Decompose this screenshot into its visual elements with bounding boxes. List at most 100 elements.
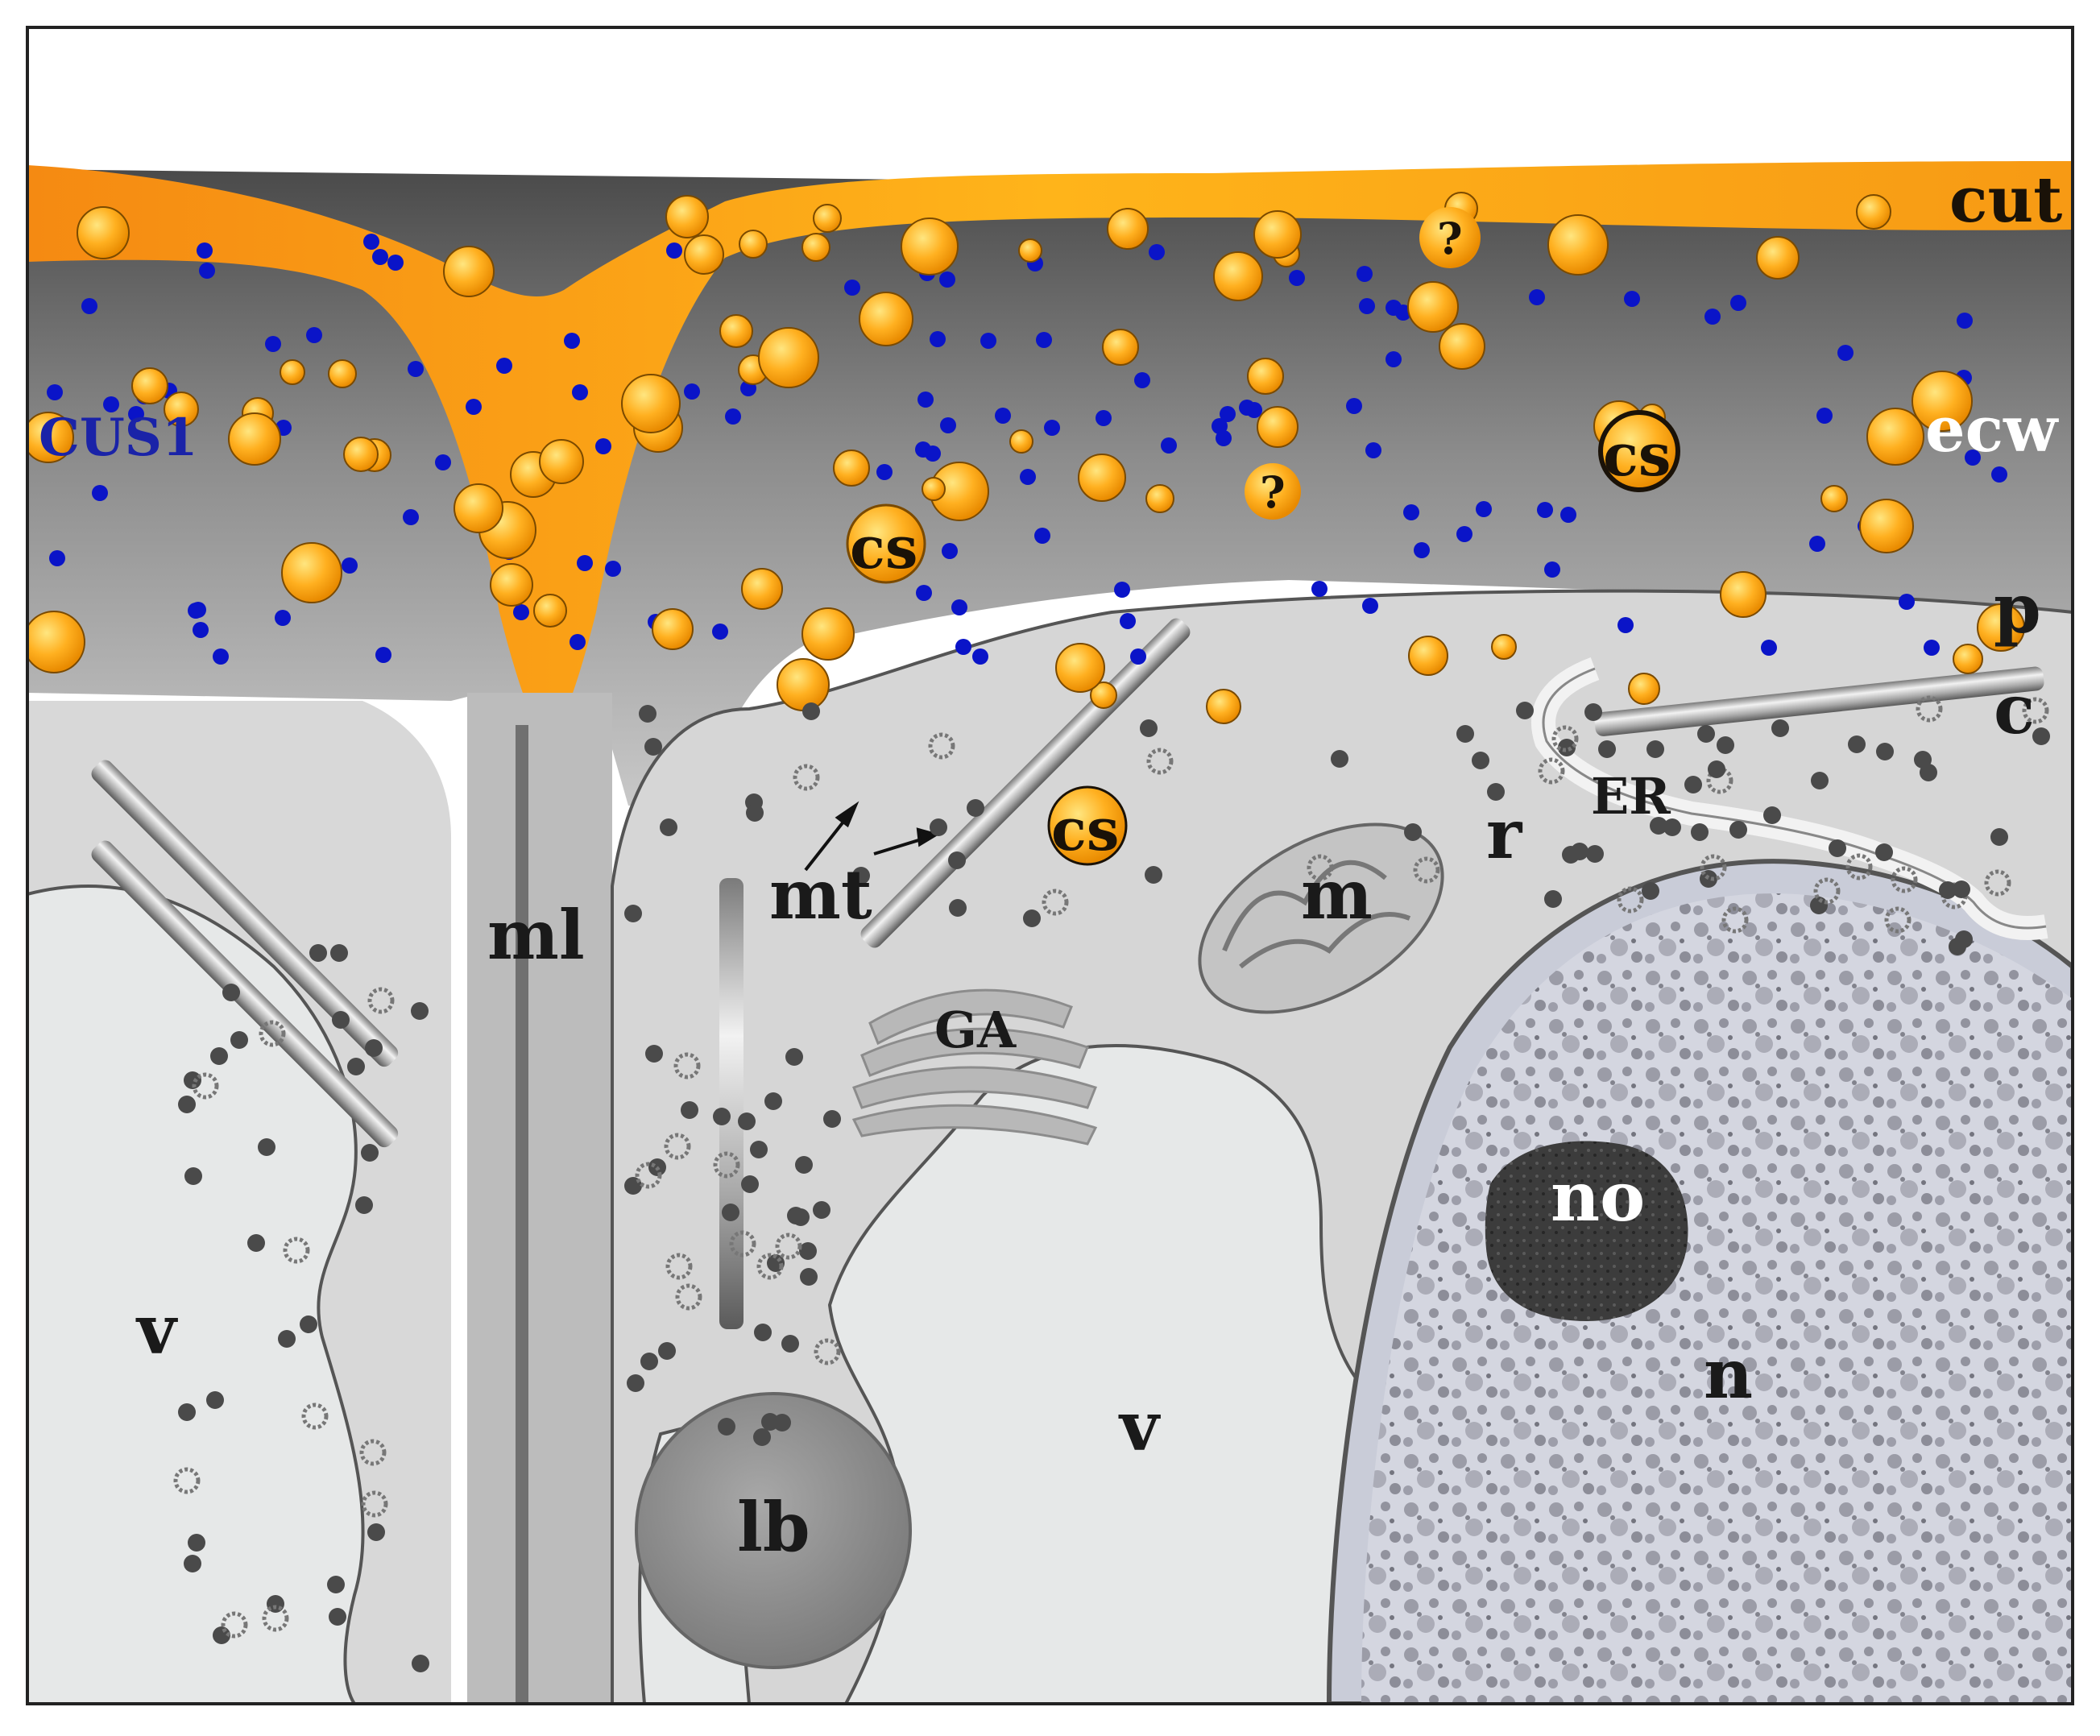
vesicle <box>1845 853 1873 880</box>
cus1-dot <box>1544 561 1560 578</box>
orange-particle <box>1756 236 1800 280</box>
orange-particle <box>131 367 168 404</box>
orange-particle <box>228 412 281 466</box>
ribosome <box>184 1555 201 1572</box>
ribosome <box>1771 719 1789 737</box>
ribosome <box>412 1655 429 1672</box>
cus1-dot <box>81 298 97 314</box>
cus1-dot <box>980 333 996 349</box>
vesicle <box>1700 854 1727 881</box>
cus1-dot <box>1311 581 1328 597</box>
ribosome <box>365 1039 383 1057</box>
cus1-dot <box>1560 507 1576 523</box>
cus1-dot <box>1403 504 1419 520</box>
orange-particle <box>1090 682 1117 709</box>
cus1-dot <box>513 604 529 620</box>
vesicle <box>301 1402 329 1430</box>
unknown-marker-2: ? <box>1245 463 1301 520</box>
ribosome <box>411 1002 429 1020</box>
vesicle <box>635 1162 662 1189</box>
vesicle <box>1042 889 1069 916</box>
ribosome <box>309 944 327 962</box>
orange-particle <box>1247 358 1284 395</box>
cutin-structure-marker-2: cs <box>1598 410 1680 492</box>
ribosome <box>750 1141 768 1158</box>
orange-particle <box>1257 406 1299 448</box>
cus1-dot <box>1965 450 1981 466</box>
label-lb: lb <box>737 1487 810 1567</box>
orange-particle <box>741 568 783 610</box>
orange-particle <box>1102 329 1139 366</box>
orange-particle <box>1009 429 1033 454</box>
ribosome <box>1700 870 1717 888</box>
label-mt: mt <box>769 855 872 934</box>
cus1-dot <box>128 406 144 422</box>
vesicle <box>262 1605 289 1632</box>
ribosome <box>1848 735 1866 753</box>
cus1-dot <box>972 648 988 665</box>
cus1-dot <box>342 557 358 574</box>
cus1-dot <box>725 408 741 425</box>
mt-arrows <box>804 801 941 872</box>
ribosome <box>1691 823 1709 841</box>
ribosome <box>639 705 657 723</box>
vesicle <box>1617 886 1644 914</box>
unknown-marker-1: ? <box>1419 207 1481 268</box>
ribosome <box>930 818 947 836</box>
ribosome <box>773 1414 791 1431</box>
ribosome <box>1404 823 1422 841</box>
cus1-dot <box>940 417 956 433</box>
orange-particle <box>739 230 768 259</box>
ribosome <box>1876 743 1894 760</box>
cus1-dot <box>1149 244 1165 260</box>
ribosome <box>1729 821 1747 839</box>
ribosome <box>206 1391 224 1409</box>
ribosome <box>258 1138 275 1156</box>
ribosome <box>1456 725 1474 743</box>
ribosome <box>1717 736 1734 754</box>
orange-particle <box>1145 484 1174 513</box>
ribosome <box>738 1112 756 1130</box>
orange-particle <box>1253 210 1302 259</box>
cus1-dot <box>92 485 108 501</box>
ribosome <box>1562 846 1580 864</box>
label-v-center: v <box>1118 1386 1161 1466</box>
label-cs-3: cs <box>1051 795 1119 864</box>
ribosome <box>1584 703 1602 721</box>
orange-particle <box>1856 194 1891 230</box>
cus1-dot <box>1957 313 1973 329</box>
ribosome <box>222 984 240 1001</box>
cus1-dot <box>265 336 281 352</box>
cus1-dot <box>193 622 209 638</box>
ribosome <box>681 1101 698 1119</box>
orange-particle <box>665 195 709 238</box>
cus1-dot <box>942 543 958 559</box>
vesicle <box>1813 877 1841 905</box>
vesicle <box>1916 695 1943 723</box>
orange-particle <box>1720 571 1767 618</box>
vesicle <box>1984 869 2011 897</box>
cus1-dot <box>408 361 424 377</box>
ribosome <box>1708 760 1725 778</box>
orange-particle <box>27 611 85 673</box>
orange-particle <box>1977 603 2025 652</box>
ribosome <box>802 702 820 720</box>
cus1-dot <box>466 399 482 415</box>
ribosome <box>184 1071 201 1089</box>
vesicle <box>361 1490 388 1518</box>
orange-particle <box>1213 251 1263 301</box>
orange-particle <box>1628 673 1660 705</box>
ribosome <box>722 1204 739 1221</box>
cus1-dot <box>951 599 967 615</box>
ribosome <box>2032 727 2050 745</box>
ribosome <box>178 1096 196 1113</box>
cus1-dot <box>1414 542 1430 558</box>
cus1-dot <box>1624 291 1640 307</box>
orange-particle <box>1408 636 1448 676</box>
orange-particle <box>758 327 819 388</box>
label-v-left: v <box>135 1290 178 1369</box>
orange-particle <box>443 246 495 297</box>
vesicle <box>756 1253 784 1280</box>
cus1-dot <box>876 464 893 480</box>
